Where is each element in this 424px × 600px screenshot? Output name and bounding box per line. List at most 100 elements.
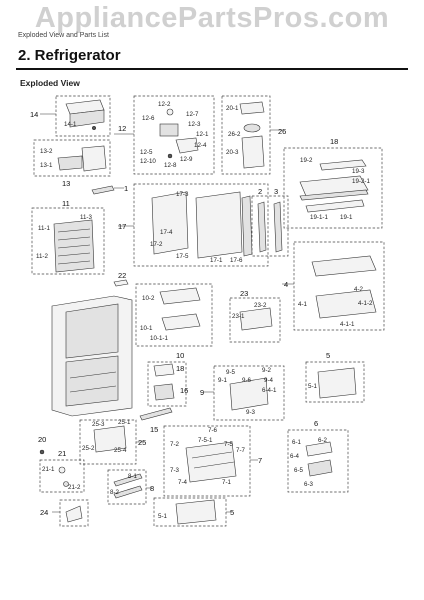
- label-4-1-1: 4-1-1: [340, 321, 355, 328]
- shelf-19-2: [319, 159, 367, 171]
- label-6-4-1: 6-4-1: [262, 387, 277, 394]
- label-21: 21: [58, 449, 66, 458]
- part-group-4: 4 4-2 4-1 4-1-2 4-1-1: [282, 241, 385, 331]
- part-6-5: [307, 459, 333, 477]
- label-5-upper: 5: [326, 351, 330, 360]
- shelf-4-1: [315, 289, 377, 319]
- group-16-box: [147, 361, 187, 407]
- group-2-3-box: [251, 195, 289, 257]
- label-11: 11: [62, 199, 70, 208]
- fresh-food-compartment: [65, 303, 119, 359]
- label-7-4: 7-4: [178, 479, 188, 486]
- label-9-3: 9-3: [246, 409, 256, 416]
- label-22: 22: [118, 271, 126, 280]
- label-1: 1: [124, 184, 128, 193]
- label-12-3: 12-3: [188, 121, 201, 128]
- part-21-1: [58, 466, 66, 474]
- part-group-17: 17 17-3 17-4 17-2 17-5 17-1 17-6: [118, 183, 269, 267]
- label-3: 3: [274, 187, 278, 196]
- label-23-2: 23-2: [254, 302, 267, 309]
- label-4-1: 4-1: [298, 301, 308, 308]
- label-7-7: 7-7: [236, 447, 246, 454]
- panel-17-1: [195, 191, 243, 259]
- part-group-24: 24: [40, 499, 89, 527]
- shelf-19-frame: [299, 189, 369, 201]
- label-9: 9: [200, 388, 204, 397]
- label-6: 6: [314, 419, 318, 428]
- label-23: 23: [240, 289, 248, 298]
- label-19-1: 19-1: [340, 214, 353, 221]
- page-title: 2. Refrigerator: [18, 47, 121, 64]
- label-14-1: 14-1: [64, 121, 77, 128]
- part-group-12: 12 12-2 12-6 12-7 12-3 12-1 12-4 12-5 12…: [114, 95, 215, 175]
- group-5-upper-box: [305, 361, 365, 403]
- refrigerator-cabinet: 22: [51, 271, 133, 417]
- part-25-1: [93, 425, 127, 453]
- label-18: 18: [176, 364, 184, 373]
- label-13-1: 13-1: [40, 162, 53, 169]
- label-6-1: 6-1: [292, 439, 302, 446]
- label-25-4: 25-4: [114, 447, 127, 454]
- part-group-11: 11 11-3 11-1 11-2: [31, 199, 105, 275]
- shelf-4-top: [311, 255, 377, 277]
- label-12-8: 12-8: [164, 162, 177, 169]
- part-group-9: 9 9-5 9-2 9-1 9-6 9-4 6-4-1 9-3: [200, 365, 285, 421]
- freezer-compartment: [65, 355, 119, 407]
- part-6-2: [305, 441, 333, 457]
- label-17-3: 17-3: [176, 191, 189, 198]
- part-group-16-18: 18 16: [147, 361, 188, 407]
- ice-bin: [81, 145, 107, 172]
- label-12-7: 12-7: [186, 111, 199, 118]
- part-21-2: [63, 481, 69, 487]
- part-18: [153, 363, 175, 377]
- watermark: AppliancePartsPros.com: [34, 2, 390, 34]
- part-12-2: [166, 108, 174, 116]
- group-14-box: [55, 95, 111, 137]
- shelf-10-2: [159, 287, 201, 305]
- label-25: 25: [138, 438, 146, 447]
- part-12-6: [159, 123, 179, 137]
- part-2-rail: [257, 201, 267, 253]
- part-3-rail: [273, 201, 283, 253]
- exploded-view-heading: Exploded View: [20, 78, 80, 88]
- part-group-21: 20 21 21-1 21-2: [38, 435, 85, 493]
- label-11-2: 11-2: [36, 253, 48, 260]
- evaporator-coil: [53, 219, 95, 273]
- part-15: 15: [139, 407, 173, 434]
- label-12-5: 12-5: [140, 149, 153, 156]
- part-group-13: 13-2 13-1 13: [33, 139, 111, 188]
- label-5-1-lower: 5-1: [158, 513, 168, 520]
- label-17-6: 17-6: [230, 257, 243, 264]
- part-group-19: 18 19-2 19-3 19-2-1 19-1-1 19-1: [283, 137, 383, 229]
- group-12-box: [133, 95, 215, 175]
- part-group-23: 23 23-2 23-1: [229, 289, 281, 343]
- part-20-3: [241, 135, 265, 169]
- label-12-6: 12-6: [142, 115, 155, 122]
- label-20-3: 20-3: [226, 149, 239, 156]
- part-group-8: 8 8-1 8-2: [107, 469, 154, 505]
- label-26: 26: [278, 127, 286, 136]
- label-7-1: 7-1: [222, 479, 232, 486]
- frame-7-grid: [191, 451, 235, 469]
- part-12-4: [175, 137, 199, 154]
- label-10-1: 10-1: [140, 325, 153, 332]
- part-group-2-3: 2 3: [251, 187, 289, 257]
- part-23-1: [239, 307, 273, 331]
- group-26-box: [221, 95, 271, 175]
- group-7-box: [163, 425, 251, 497]
- part-group-10: 10-2 10-1 10-1-1 10: [135, 283, 213, 360]
- label-6-5: 6-5: [294, 467, 304, 474]
- label-17-5: 17-5: [176, 253, 189, 260]
- shelf-10-1: [161, 313, 201, 331]
- part-group-5-upper: 5 5-1: [305, 351, 365, 403]
- part-group-6: 6 6-1 6-2 6-4 6-5 6-3: [287, 419, 349, 493]
- label-25-2: 25-2: [82, 445, 95, 452]
- part-24: [65, 505, 83, 523]
- group-4-box: [293, 241, 385, 331]
- drawer-5-1: [317, 367, 357, 399]
- group-11-box: [31, 207, 105, 275]
- label-12-9: 12-9: [180, 156, 193, 163]
- label-21-2: 21-2: [68, 484, 81, 491]
